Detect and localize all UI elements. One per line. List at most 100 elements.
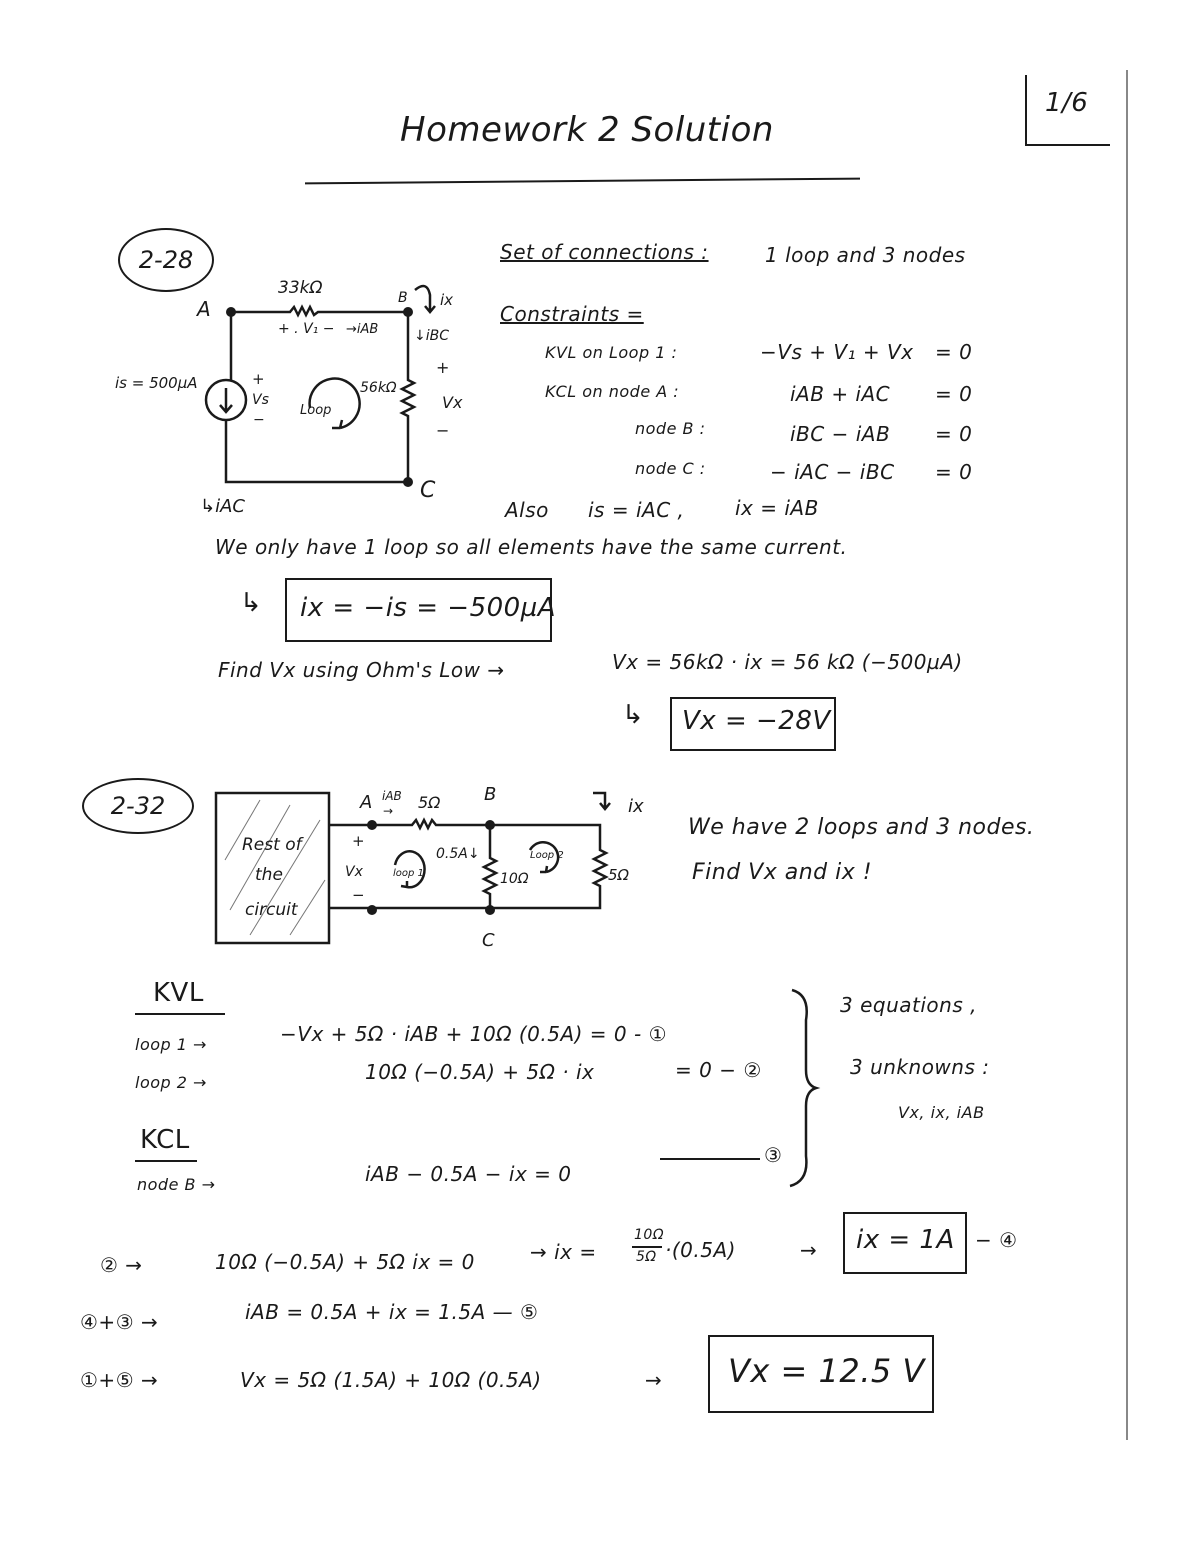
nodeb-equation: iAB − 0.5A − ix = 0 xyxy=(365,1162,572,1186)
kvl-heading: KVL xyxy=(153,978,204,1008)
loop2-equation: 10Ω (−0.5A) + 5Ω · ix xyxy=(365,1060,595,1084)
result-box-2 xyxy=(670,697,836,751)
node-b-dot xyxy=(485,820,495,830)
also-label: Also xyxy=(505,498,549,522)
kvl-underline xyxy=(135,1013,225,1015)
rest-of-circuit-box xyxy=(214,791,331,945)
page-edge xyxy=(1126,70,1128,1440)
node-c-dot xyxy=(485,905,495,915)
vx-plus: + xyxy=(436,358,449,377)
resistor-56k-label: 56kΩ xyxy=(360,380,397,396)
v1-label: + . V₁ − xyxy=(278,321,334,337)
kcl-heading: KCL xyxy=(140,1125,190,1155)
node-a-dot xyxy=(226,307,236,317)
node-b-label: B xyxy=(484,784,496,805)
node-c-dot xyxy=(403,477,413,487)
connections-label: Set of connections : xyxy=(500,240,709,264)
rest-label: Rest of xyxy=(242,835,305,855)
step1-tail: ·(0.5A) xyxy=(665,1238,736,1262)
step3-label: ①+⑤ → xyxy=(80,1368,159,1392)
unknowns-count: 3 unknowns : xyxy=(850,1055,990,1079)
step2-equation: iAB = 0.5A + ix = 1.5A — ⑤ xyxy=(245,1300,539,1324)
step1-equation: 10Ω (−0.5A) + 5Ω ix = 0 xyxy=(215,1250,475,1274)
loop2-label: Loop 2 xyxy=(530,850,564,861)
constraint-label: KCL on node A : xyxy=(545,382,680,401)
result-vx: Vx = −28V xyxy=(682,706,831,736)
page-number: 1/6 xyxy=(1045,88,1089,118)
loop1-label: loop 1 xyxy=(393,868,424,879)
fraction-denominator: 5Ω xyxy=(636,1249,657,1265)
loop1-label: loop 1 → xyxy=(135,1035,207,1054)
eq3-tag: ③ xyxy=(764,1143,783,1167)
result-box-vx xyxy=(708,1335,934,1413)
node-b-label: B xyxy=(398,290,408,306)
resistor-5b-label: 5Ω xyxy=(608,866,630,884)
constraint-rhs: = 0 xyxy=(935,422,973,446)
is-label: is = 500µA xyxy=(115,374,198,392)
vs-label: Vs xyxy=(252,392,269,408)
node-a-dot xyxy=(367,820,377,830)
constraint-lhs: iBC − iAB xyxy=(790,422,891,446)
constraint-rhs: = 0 xyxy=(935,460,973,484)
result-vx: Vx = 12.5 V xyxy=(728,1352,925,1390)
vx-minus: − xyxy=(352,886,365,904)
iab-label: iAB xyxy=(382,789,402,803)
ix-arrow-icon xyxy=(593,791,611,811)
result-arrow: ↳ xyxy=(240,588,263,618)
resistor-33k-label: 33kΩ xyxy=(278,278,322,298)
connections-value: 1 loop and 3 nodes xyxy=(765,243,966,267)
current-source-icon xyxy=(204,378,248,422)
constraint-lhs: −Vs + V₁ + Vx xyxy=(760,340,914,364)
eq4-tag: − ④ xyxy=(975,1228,1018,1252)
loop2-label: loop 2 → xyxy=(135,1073,207,1092)
intro-line-1: We have 2 loops and 3 nodes. xyxy=(688,815,1035,840)
result-ix: ix = 1A xyxy=(856,1225,955,1255)
result-box-1 xyxy=(285,578,552,642)
step3-arrow: → xyxy=(645,1368,663,1392)
nodeb-label: node B → xyxy=(137,1175,216,1194)
ohm-equation: Vx = 56kΩ · ix = 56 kΩ (−500µA) xyxy=(612,650,963,674)
vs-plus: + xyxy=(252,370,265,388)
statement: We only have 1 loop so all elements have… xyxy=(215,535,848,559)
ix-arrow-icon xyxy=(414,284,436,314)
result-arrow: ↳ xyxy=(622,700,645,730)
find-vx-label: Find Vx using Ohm's Low → xyxy=(218,658,505,682)
rest-label: the xyxy=(255,865,283,885)
problem-label-2-32: 2-32 xyxy=(82,778,194,834)
step1-arrow: → ix = xyxy=(530,1240,597,1264)
vx-minus: − xyxy=(436,421,449,440)
constraints-label: Constraints = xyxy=(500,302,644,326)
iac-label: ↳iAC xyxy=(200,496,245,517)
circuit-2-32-wires xyxy=(329,817,609,910)
iab-label: →iAB xyxy=(346,322,378,337)
iab-arrow: → xyxy=(383,804,393,818)
resistor-5-label: 5Ω xyxy=(418,793,441,812)
current-05a-label: 0.5A↓ xyxy=(436,846,480,862)
arrow-down-icon xyxy=(219,388,233,414)
step1-arrow2: → xyxy=(800,1238,818,1262)
step3-equation: Vx = 5Ω (1.5A) + 10Ω (0.5A) xyxy=(240,1368,542,1392)
constraint-lhs: iAB + iAC xyxy=(790,382,891,406)
step1-label: ② → xyxy=(100,1253,143,1277)
node-dot xyxy=(367,905,377,915)
node-b-dot xyxy=(403,307,413,317)
brace-icon xyxy=(789,988,821,1188)
constraint-label: node B : xyxy=(635,419,706,438)
constraint-rhs: = 0 xyxy=(935,382,973,406)
fraction-bar xyxy=(632,1246,662,1248)
loop-label: Loop xyxy=(300,403,331,418)
vx-label: Vx xyxy=(345,864,364,880)
constraint-label: KVL on Loop 1 : xyxy=(545,343,678,362)
ix-label: ix xyxy=(628,796,644,817)
page-box-left xyxy=(1025,75,1027,145)
vs-minus: − xyxy=(253,412,265,428)
ibc-label: ↓iBC xyxy=(414,328,449,344)
constraint-label: node C : xyxy=(635,459,706,478)
step2-label: ④+③ → xyxy=(80,1310,159,1334)
node-c-label: C xyxy=(420,478,436,503)
fraction-numerator: 10Ω xyxy=(634,1227,665,1243)
constraint-rhs: = 0 xyxy=(935,340,973,364)
